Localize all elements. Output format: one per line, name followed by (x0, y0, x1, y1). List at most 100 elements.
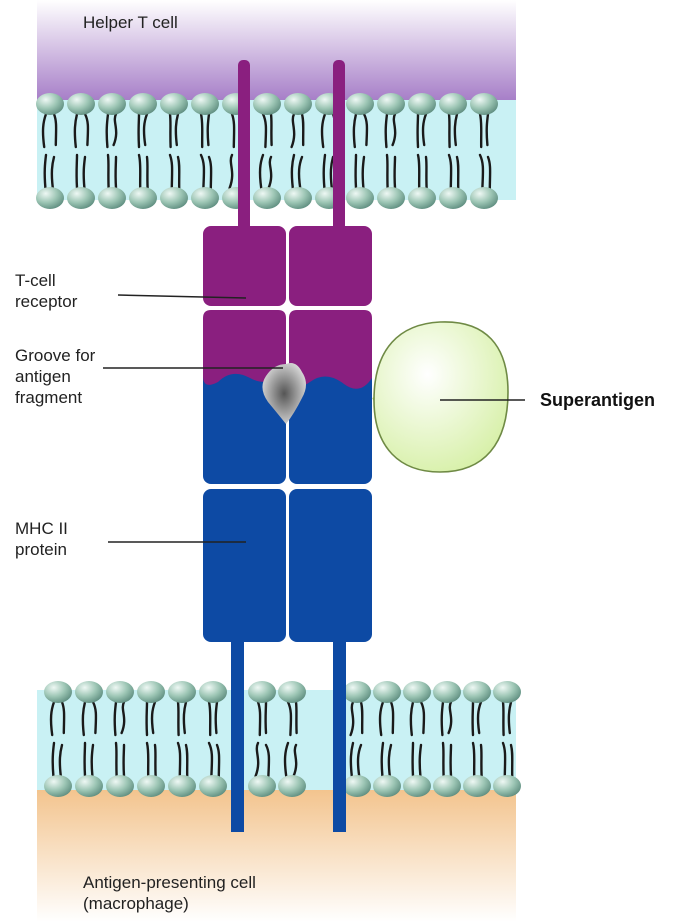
lipid-tail (418, 155, 419, 188)
lipid-head (346, 187, 374, 209)
lipid-head (284, 93, 312, 115)
apc-membrane (37, 681, 521, 797)
lipid-tail (84, 157, 85, 188)
superantigen-label: Superantigen (540, 390, 655, 411)
lipid-head (439, 187, 467, 209)
lipid-head (439, 93, 467, 115)
lipid-tail (296, 702, 297, 733)
lipid-tail (511, 745, 512, 776)
lipid-tail (139, 155, 140, 188)
lipid-head (278, 681, 306, 703)
lipid-head (191, 187, 219, 209)
lipid-tail (108, 155, 109, 188)
lipid-head (160, 93, 188, 115)
lipid-head (75, 681, 103, 703)
lipid-head (98, 93, 126, 115)
apc-label-line2: (macrophage) (83, 893, 256, 914)
apc-label: Antigen-presenting cell (macrophage) (83, 872, 256, 914)
lipid-tail (449, 114, 450, 147)
superantigen (374, 322, 508, 472)
lipid-tail (147, 157, 148, 188)
lipid-head (403, 775, 431, 797)
lipid-tail (216, 702, 217, 733)
lipid-head (168, 775, 196, 797)
lipid-head (75, 775, 103, 797)
groove-label-line1: Groove for (15, 345, 95, 366)
lipid-head (248, 775, 276, 797)
lipid-tail (481, 745, 482, 776)
lipid-head (36, 187, 64, 209)
lipid-tail (503, 702, 504, 735)
lipid-head (191, 93, 219, 115)
tcr-domain (289, 226, 372, 306)
lipid-tail (487, 114, 488, 145)
lipid-tail (92, 745, 93, 776)
lipid-head (199, 681, 227, 703)
lipid-tail (201, 114, 202, 147)
lipid-head (433, 775, 461, 797)
lipid-head (106, 681, 134, 703)
lipid-head (129, 93, 157, 115)
lipid-head (470, 187, 498, 209)
t-cell-receptor-label: T-cell receptor (15, 270, 77, 312)
tcr-stalk-left (238, 60, 250, 240)
lipid-head (253, 187, 281, 209)
lipid-tail (324, 155, 325, 188)
lipid-head (470, 93, 498, 115)
tcr-domain (203, 226, 286, 306)
lipid-tail (116, 743, 117, 776)
lipid-tail (115, 702, 116, 735)
mhc-domain (203, 489, 286, 642)
tcr-stalk-right (333, 60, 345, 240)
groove-label: Groove for antigen fragment (15, 345, 95, 408)
lipid-tail (302, 114, 303, 145)
lipid-head (373, 681, 401, 703)
lipid-head (67, 93, 95, 115)
lipid-tail (209, 702, 210, 735)
mhc-stalk-right (333, 630, 346, 832)
lipid-head (463, 775, 491, 797)
lipid-tail (170, 114, 171, 147)
mhc-ii-label: MHC II protein (15, 518, 68, 560)
lipid-head (44, 775, 72, 797)
t-cell-receptor (203, 226, 372, 306)
lipid-tail (363, 157, 364, 188)
lipid-tail (442, 702, 443, 735)
mhc-ii-label-line1: MHC II (15, 518, 68, 539)
lipid-head (408, 93, 436, 115)
lipid-head (98, 187, 126, 209)
helper-t-cell-label: Helper T cell (83, 12, 178, 33)
lipid-head (373, 775, 401, 797)
lipid-tail (387, 155, 388, 188)
lipid-head (343, 775, 371, 797)
lipid-head (377, 187, 405, 209)
lipid-tail (457, 157, 458, 188)
lipid-tail (386, 114, 387, 147)
lipid-tail (426, 157, 427, 188)
lipid-tail (45, 155, 46, 188)
mhc-domain (289, 489, 372, 642)
lipid-head (463, 681, 491, 703)
lipid-tail (361, 702, 362, 733)
lipid-head (253, 93, 281, 115)
lipid-tail (178, 702, 179, 735)
lipid-tail (107, 114, 108, 147)
mhc-stalk-left (231, 630, 244, 832)
lipid-head (433, 681, 461, 703)
lipid-head (67, 187, 95, 209)
lipid-head (403, 681, 431, 703)
t-cell-receptor-label-line2: receptor (15, 291, 77, 312)
lipid-head (493, 681, 521, 703)
lipid-tail (147, 743, 148, 776)
lipid-tail (53, 743, 54, 776)
lipid-tail (443, 743, 444, 776)
lipid-tail (271, 114, 272, 145)
lipid-head (129, 187, 157, 209)
apc-label-line1: Antigen-presenting cell (83, 872, 256, 893)
lipid-head (343, 681, 371, 703)
groove-label-line2: antigen (15, 366, 95, 387)
lipid-tail (473, 743, 474, 776)
lipid-head (346, 93, 374, 115)
lipid-head (36, 93, 64, 115)
